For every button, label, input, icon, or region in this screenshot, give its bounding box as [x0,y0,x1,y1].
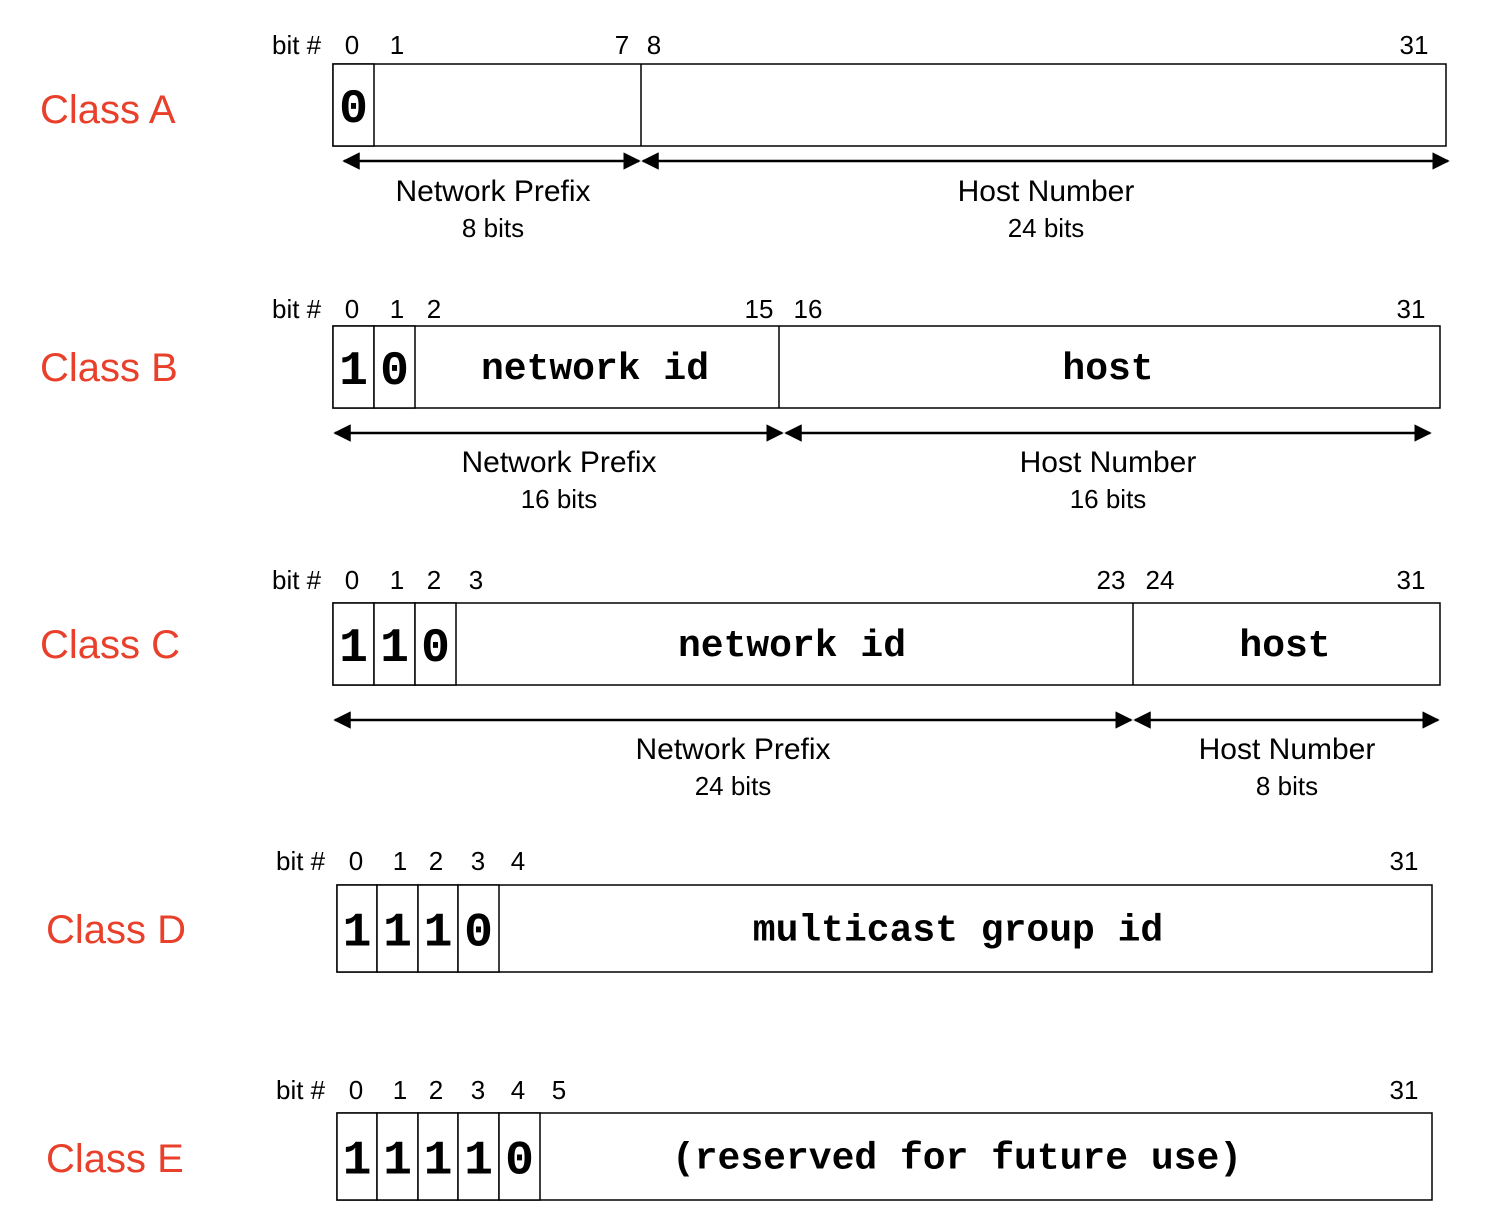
bit-number: 2 [429,846,443,876]
span-title: Host Number [958,175,1135,208]
bit-number: 2 [427,565,441,595]
bit-number: 5 [552,1075,566,1105]
bit-number: 15 [745,294,774,324]
address-box [332,325,1441,409]
bit-number: 3 [469,565,483,595]
span-title: Network Prefix [635,733,830,766]
bit-number: 0 [345,294,359,324]
bit-value: 0 [380,345,409,399]
bit-number: 4 [511,846,525,876]
span-bit-count: 24 bits [1008,213,1085,243]
bit-value: 1 [383,1135,412,1189]
bit-cell [373,325,416,409]
bit-value: 1 [339,622,368,676]
address-box [332,63,1447,147]
span-bit-count: 8 bits [1256,771,1318,801]
bit-cell [414,602,457,686]
bit-number: 31 [1390,1075,1419,1105]
bit-number: 1 [393,1075,407,1105]
bit-number: 3 [471,846,485,876]
bit-number-label: bit # [276,846,326,876]
bit-value: 1 [380,622,409,676]
bit-cell [376,884,419,973]
span-title: Host Number [1020,446,1197,479]
bit-number: 24 [1146,565,1175,595]
bit-number: 0 [345,30,359,60]
bit-value: 0 [464,907,493,961]
bit-number: 2 [427,294,441,324]
span-title: Network Prefix [461,446,656,479]
field-label: multicast group id [753,910,1163,953]
bit-number: 1 [390,294,404,324]
span-title: Host Number [1199,733,1376,766]
bit-value: 1 [424,1135,453,1189]
field-label: (reserved for future use) [672,1138,1242,1181]
bit-cell [332,602,375,686]
bit-number: 31 [1397,565,1426,595]
field-label: host [1062,348,1153,391]
bit-number: 23 [1097,565,1126,595]
class-label: Class D [46,908,186,952]
bit-number: 4 [511,1075,525,1105]
bit-value: 0 [505,1135,534,1189]
field-label: host [1239,625,1330,668]
bit-number: 2 [429,1075,443,1105]
bit-cell [336,1112,378,1201]
bit-cell [373,602,416,686]
bit-cell [457,1112,500,1201]
bit-cell [336,884,378,973]
bit-number: 31 [1397,294,1426,324]
bit-cell [332,63,375,147]
bit-value: 1 [339,345,368,399]
span-bit-count: 16 bits [521,484,598,514]
bit-cell [332,325,375,409]
address-box [332,602,1441,686]
bit-number-label: bit # [272,30,322,60]
bit-cell [498,1112,541,1201]
bit-number-label: bit # [272,294,322,324]
bit-value: 0 [421,622,450,676]
bit-number-label: bit # [276,1075,326,1105]
class-label: Class C [40,623,180,667]
bit-number: 1 [390,565,404,595]
bit-cell [417,1112,459,1201]
bit-number: 3 [471,1075,485,1105]
bit-cell [376,1112,419,1201]
field-label: network id [481,348,709,391]
field-label: network id [678,625,906,668]
class-label: Class B [40,346,178,390]
bit-value: 1 [464,1135,493,1189]
span-bit-count: 16 bits [1070,484,1147,514]
bit-number: 1 [393,846,407,876]
bit-number-label: bit # [272,565,322,595]
span-bit-count: 24 bits [695,771,772,801]
bit-value: 0 [339,83,368,137]
bit-number: 0 [345,565,359,595]
span-title: Network Prefix [395,175,590,208]
bit-number: 0 [349,846,363,876]
bit-value: 1 [424,907,453,961]
bit-number: 31 [1390,846,1419,876]
bit-number: 31 [1400,30,1429,60]
bit-value: 1 [383,907,412,961]
bit-number: 0 [349,1075,363,1105]
span-bit-count: 8 bits [462,213,524,243]
class-label: Class E [46,1137,184,1181]
bit-cell [457,884,500,973]
bit-number: 8 [647,30,661,60]
class-label: Class A [40,88,176,132]
bit-number: 7 [615,30,629,60]
bit-number: 1 [390,30,404,60]
bit-value: 1 [343,1135,372,1189]
bit-value: 1 [343,907,372,961]
bit-number: 16 [794,294,823,324]
